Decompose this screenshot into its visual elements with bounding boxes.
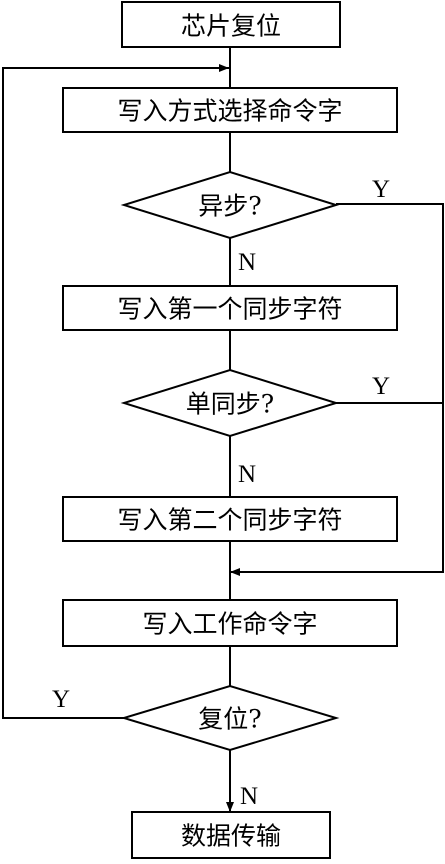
async-question: 异步? [198,192,261,221]
write-mode-box [62,87,398,133]
single-sync-decision [120,368,340,438]
single-sync-yes-label: Y [372,373,390,400]
write-mode-text: 写入方式选择命令字 [117,97,342,126]
single-sync-no-label: N [238,461,256,488]
write-sync2-text: 写入第二个同步字符 [117,506,342,535]
reset-decision [120,684,340,752]
reset-no-label: N [240,783,258,810]
data-transfer-text: 数据传输 [181,822,281,851]
write-cmd-box [62,599,398,647]
reset-box [121,1,341,48]
async-yes-line [230,203,444,576]
async-yes-label: Y [372,176,390,203]
write-sync1-text: 写入第一个同步字符 [117,295,342,324]
reset-yes-label: Y [52,686,70,713]
async-decision [120,170,340,240]
write-sync1-box [62,285,398,331]
loop-back-line [2,64,229,719]
data-transfer-box [131,811,331,859]
async-no-label: N [238,249,256,276]
reset-text: 芯片复位 [181,12,281,41]
single-sync-question: 单同步? [186,390,274,419]
write-sync2-box [62,496,398,542]
reset-question: 复位? [198,705,261,734]
write-cmd-text: 写入工作命令字 [142,610,317,639]
